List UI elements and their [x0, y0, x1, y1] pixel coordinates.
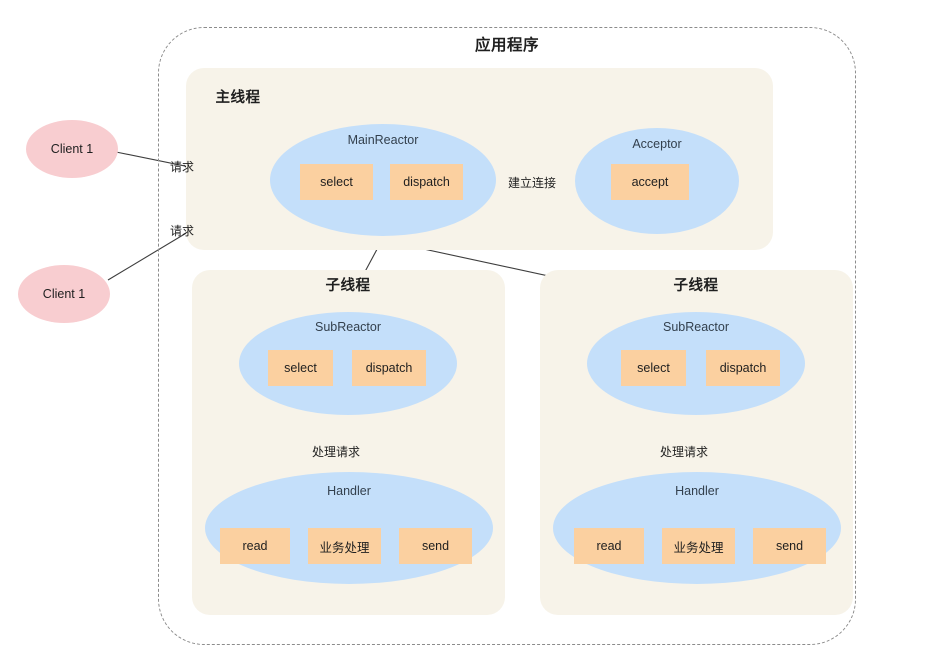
panel-main-thread-title: 主线程: [215, 90, 261, 106]
box-sub-reactor-2-select[interactable]: select: [621, 350, 686, 386]
box-sub-reactor-1-select[interactable]: select: [268, 350, 333, 386]
box-main-reactor-select[interactable]: select: [300, 164, 373, 200]
edge-label-handle-request-2: 处理请求: [660, 445, 709, 459]
panel-sub-thread-2-title: 子线程: [673, 278, 719, 294]
edge-label-handle-request-1: 处理请求: [312, 445, 361, 459]
panel-sub-thread-1-title: 子线程: [325, 278, 371, 294]
node-handler-2-label: Handler: [675, 484, 719, 498]
box-acceptor-accept[interactable]: accept: [611, 164, 689, 200]
node-acceptor-label: Acceptor: [632, 137, 682, 151]
box-handler-1-read[interactable]: read: [220, 528, 290, 564]
edge-label-request-2: 请求: [170, 224, 195, 238]
client-node-1[interactable]: Client 1: [26, 120, 118, 178]
node-sub-reactor-2-label: SubReactor: [662, 320, 729, 334]
box-sub-reactor-1-dispatch[interactable]: dispatch: [352, 350, 426, 386]
box-handler-1-business[interactable]: 业务处理: [308, 528, 381, 564]
node-handler-1-label: Handler: [327, 484, 371, 498]
diagram-title: 应用程序: [474, 37, 539, 54]
box-handler-2-send[interactable]: send: [753, 528, 826, 564]
edge-label-request-1: 请求: [170, 160, 195, 174]
client-node-2-label: Client 1: [42, 287, 86, 301]
edge-label-establish-connection: 建立连接: [508, 176, 557, 190]
box-main-reactor-dispatch[interactable]: dispatch: [390, 164, 463, 200]
box-handler-2-read[interactable]: read: [574, 528, 644, 564]
box-handler-2-business[interactable]: 业务处理: [662, 528, 735, 564]
client-node-2[interactable]: Client 1: [18, 265, 110, 323]
application-boundary: [158, 27, 856, 645]
box-sub-reactor-2-dispatch[interactable]: dispatch: [706, 350, 780, 386]
box-handler-1-send[interactable]: send: [399, 528, 472, 564]
node-main-reactor-label: MainReactor: [347, 133, 419, 147]
node-sub-reactor-1-label: SubReactor: [314, 320, 381, 334]
client-node-1-label: Client 1: [50, 142, 94, 156]
